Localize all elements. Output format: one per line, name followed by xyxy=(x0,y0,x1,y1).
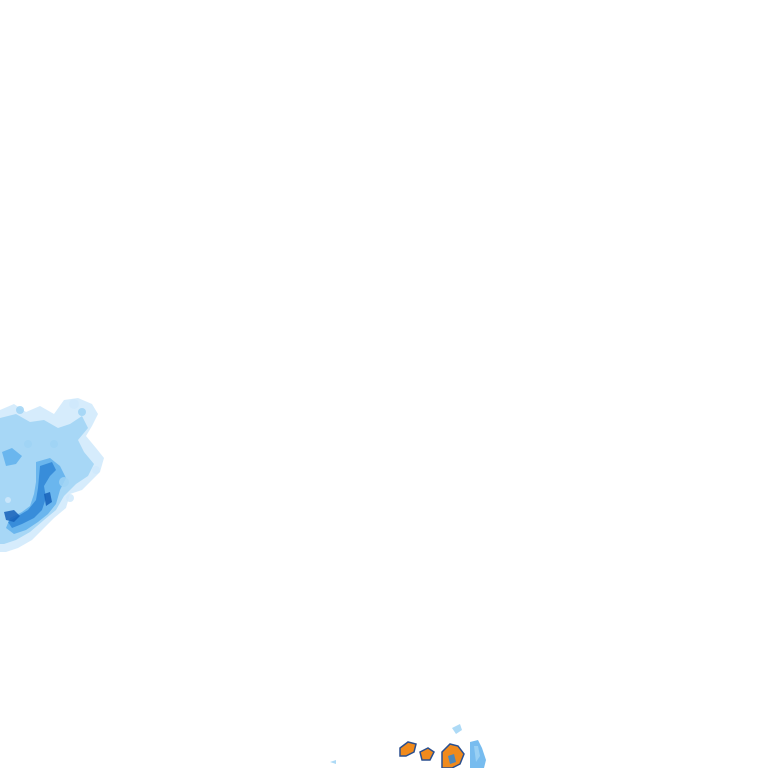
rain-cell-west xyxy=(0,398,104,552)
rain-area-heavy xyxy=(4,462,56,528)
rain-band xyxy=(470,740,486,768)
rain-speckles xyxy=(5,399,100,503)
storm-cell xyxy=(441,743,465,768)
storm-cell xyxy=(419,747,435,761)
storm-cells-south xyxy=(330,724,486,768)
storm-cell xyxy=(399,741,417,757)
